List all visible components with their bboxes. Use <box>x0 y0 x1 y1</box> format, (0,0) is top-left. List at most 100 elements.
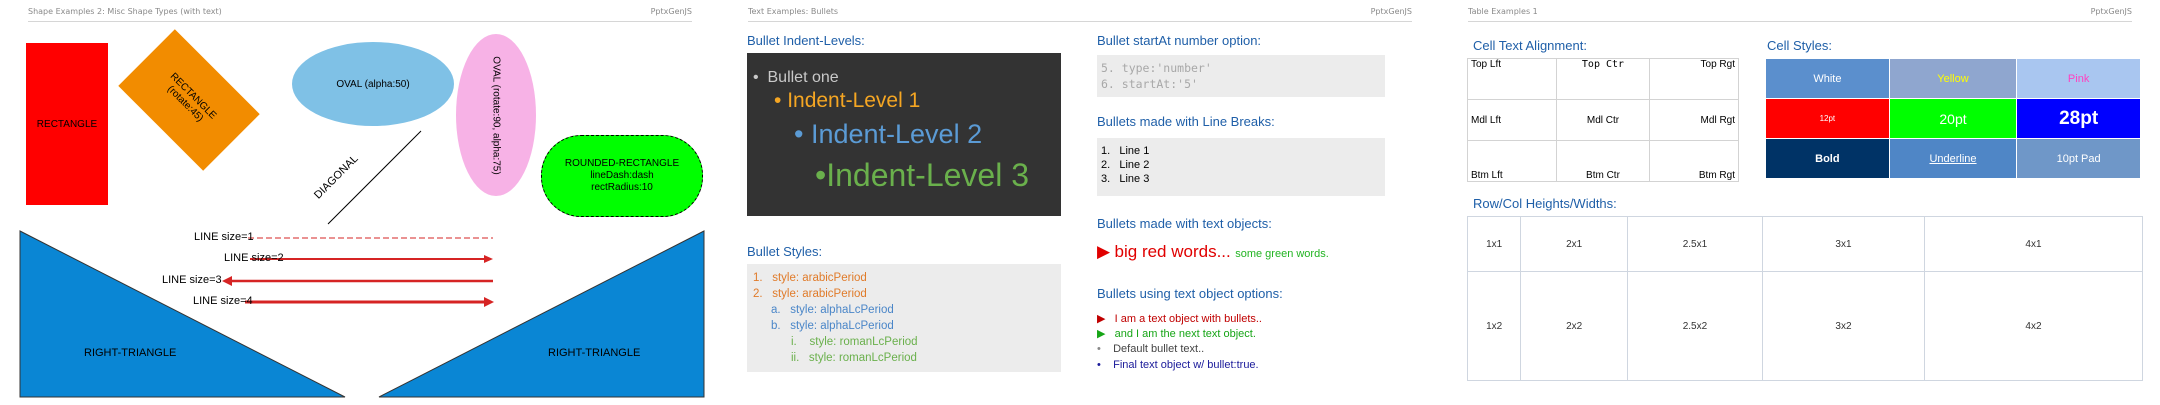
triangle-bullet-icon: ▶ <box>1097 328 1106 340</box>
alignment-table: Top Lft Top Ctr Top Rgt Mdl Lft Mdl Ctr … <box>1466 58 1740 182</box>
table-cell: 1x2 <box>1466 271 1522 381</box>
shape-lines-canvas <box>19 130 705 398</box>
oval-label: OVAL (alpha:50) <box>336 78 410 90</box>
slide-header-title: Table Examples 1 <box>1468 7 1538 16</box>
bullet-level-0: • Bullet one <box>753 69 839 86</box>
table-row: Btm Lft Btm Ctr Btm Rgt <box>1466 140 1740 182</box>
option-item-2: ▶ and I am the next text object. <box>1097 328 1256 340</box>
diagonal-line <box>327 130 422 225</box>
textobj-small: some green words. <box>1235 248 1329 260</box>
table-cell: Bold <box>1765 138 1890 179</box>
linebreak-item-3: 3. Line 3 <box>1101 173 1150 185</box>
rectangle-label: RECTANGLE <box>36 118 98 130</box>
arrowhead-start-icon <box>222 276 232 286</box>
linebreak-item-2: 2. Line 2 <box>1101 159 1150 171</box>
table-cell: Btm Ctr <box>1556 140 1650 182</box>
slide-header-brand: PptxGenJS <box>2090 7 2132 16</box>
cell-styles-table: White Yellow Pink 12pt 20pt 28pt Bold Un… <box>1765 58 2141 179</box>
table-cell: Yellow <box>1888 58 2018 99</box>
bullet-level-1: • Indent-Level 1 <box>774 89 921 112</box>
slide-bullets[interactable]: Text Examples: Bullets PptxGenJS Bullet … <box>720 0 1440 405</box>
triangle-bullet-icon: ▶ <box>1097 242 1111 261</box>
style-item-3: a. style: alphaLcPeriod <box>771 304 894 316</box>
arrowhead-end-icon <box>484 255 493 263</box>
table-cell: 28pt <box>2016 98 2141 139</box>
triangle-bullet-icon: ▶ <box>1097 313 1106 325</box>
table-cell: White <box>1765 58 1890 99</box>
table-cell: Top Rgt <box>1648 58 1740 100</box>
textobj-title: Bullets made with text objects: <box>1097 216 1272 231</box>
table-row: Mdl Lft Mdl Ctr Mdl Rgt <box>1466 99 1740 141</box>
table-cell: Top Lft <box>1466 58 1558 100</box>
arrowhead-end-icon <box>484 297 494 307</box>
slide-shapes[interactable]: Shape Examples 2: Misc Shape Types (with… <box>0 0 720 405</box>
slide-header-brand: PptxGenJS <box>650 7 692 16</box>
heights-title: Row/Col Heights/Widths: <box>1473 196 1617 211</box>
option-item-4: • Final text object w/ bullet:true. <box>1097 359 1259 371</box>
right-triangle-right <box>378 230 705 398</box>
textobj-big: big red words... <box>1114 242 1231 261</box>
table-row: Bold Underline 10pt Pad <box>1765 138 2141 179</box>
table-row: 1x1 2x1 2.5x1 3x1 4x1 <box>1466 216 2144 272</box>
dot-bullet-icon: • <box>1097 359 1101 371</box>
style-item-6: ii. style: romanLcPeriod <box>791 352 917 364</box>
bullet-styles-title: Bullet Styles: <box>747 244 823 259</box>
style-item-2: 2. style: arabicPeriod <box>753 288 867 300</box>
rounded-rectangle-shape[interactable]: ROUNDED-RECTANGLE lineDash:dash rectRadi… <box>541 135 703 217</box>
oval-shape[interactable]: OVAL (alpha:50) <box>292 42 454 126</box>
table-row: 1x2 2x2 2.5x2 3x2 4x2 <box>1466 271 2144 381</box>
line-size-2-label: LINE size=2 <box>224 252 284 264</box>
bullet-level-2: • Indent-Level 2 <box>794 119 983 149</box>
triangle-left-label: RIGHT-TRIANGLE <box>84 347 177 359</box>
rounded-rectangle-label-3: rectRadius:10 <box>591 182 653 193</box>
rotated-oval-shape[interactable]: OVAL (rotate:90, alpha:75) <box>456 34 536 196</box>
header-divider <box>748 21 1412 22</box>
table-cell: 1x1 <box>1466 216 1522 272</box>
line-size-3-label: LINE size=3 <box>162 274 222 286</box>
table-cell: 2x1 <box>1520 216 1628 272</box>
slide-header-brand: PptxGenJS <box>1370 7 1412 16</box>
table-cell: 10pt Pad <box>2016 138 2141 179</box>
cell-styles-title: Cell Styles: <box>1767 38 1833 53</box>
alignment-title: Cell Text Alignment: <box>1473 38 1587 53</box>
table-cell: Btm Lft <box>1466 140 1558 182</box>
table-row: 12pt 20pt 28pt <box>1765 98 2141 139</box>
slide-tables[interactable]: Table Examples 1 PptxGenJS Cell Text Ali… <box>1440 0 2160 405</box>
startat-title: Bullet startAt number option: <box>1097 33 1262 48</box>
table-cell: 2.5x2 <box>1626 271 1763 381</box>
table-cell: 4x2 <box>1923 271 2144 381</box>
table-cell: Pink <box>2016 58 2141 99</box>
rectangle-shape[interactable]: RECTANGLE <box>26 43 108 205</box>
indent-levels-box: • Bullet one • Indent-Level 1 • Indent-L… <box>747 53 1061 216</box>
option-item-1: ▶ I am a text object with bullets.. <box>1097 313 1262 325</box>
table-cell: 3x1 <box>1761 216 1925 272</box>
options-title: Bullets using text object options: <box>1097 286 1283 301</box>
dot-bullet-icon: • <box>1097 343 1101 355</box>
style-item-5: i. style: romanLcPeriod <box>791 336 918 348</box>
rounded-rectangle-label-2: lineDash:dash <box>590 170 654 181</box>
table-cell: Top Ctr <box>1556 58 1650 100</box>
option-item-3: • Default bullet text.. <box>1097 343 1205 355</box>
slide-header-title: Text Examples: Bullets <box>748 7 839 16</box>
table-cell: Mdl Lft <box>1466 99 1558 141</box>
header-divider <box>1468 21 2132 22</box>
table-cell: 20pt <box>1888 98 2018 139</box>
table-row: White Yellow Pink <box>1765 58 2141 99</box>
style-item-1: 1. style: arabicPeriod <box>753 272 867 284</box>
linebreaks-box: 1. Line 1 2. Line 2 3. Line 3 <box>1097 138 1385 196</box>
startat-item-2: 6. startAt:'5' <box>1101 77 1198 91</box>
line-size-4-label: LINE size=4 <box>193 295 253 307</box>
style-item-4: b. style: alphaLcPeriod <box>771 320 894 332</box>
table-cell: 12pt <box>1765 98 1890 139</box>
right-triangle-left <box>19 230 346 398</box>
table-cell: 3x2 <box>1761 271 1925 381</box>
textobj-line: ▶ big red words... some green words. <box>1097 242 1329 262</box>
line-size-1-label: LINE size=1 <box>194 231 254 243</box>
table-cell: Mdl Ctr <box>1556 99 1650 141</box>
startat-box: 5. type:'number' 6. startAt:'5' <box>1097 55 1385 97</box>
heights-table: 1x1 2x1 2.5x1 3x1 4x1 1x2 2x2 2.5x2 3x2 … <box>1466 216 2144 381</box>
linebreak-item-1: 1. Line 1 <box>1101 145 1150 157</box>
linebreaks-title: Bullets made with Line Breaks: <box>1097 114 1275 129</box>
slide-header-title: Shape Examples 2: Misc Shape Types (with… <box>28 7 222 16</box>
table-cell: Underline <box>1888 138 2018 179</box>
